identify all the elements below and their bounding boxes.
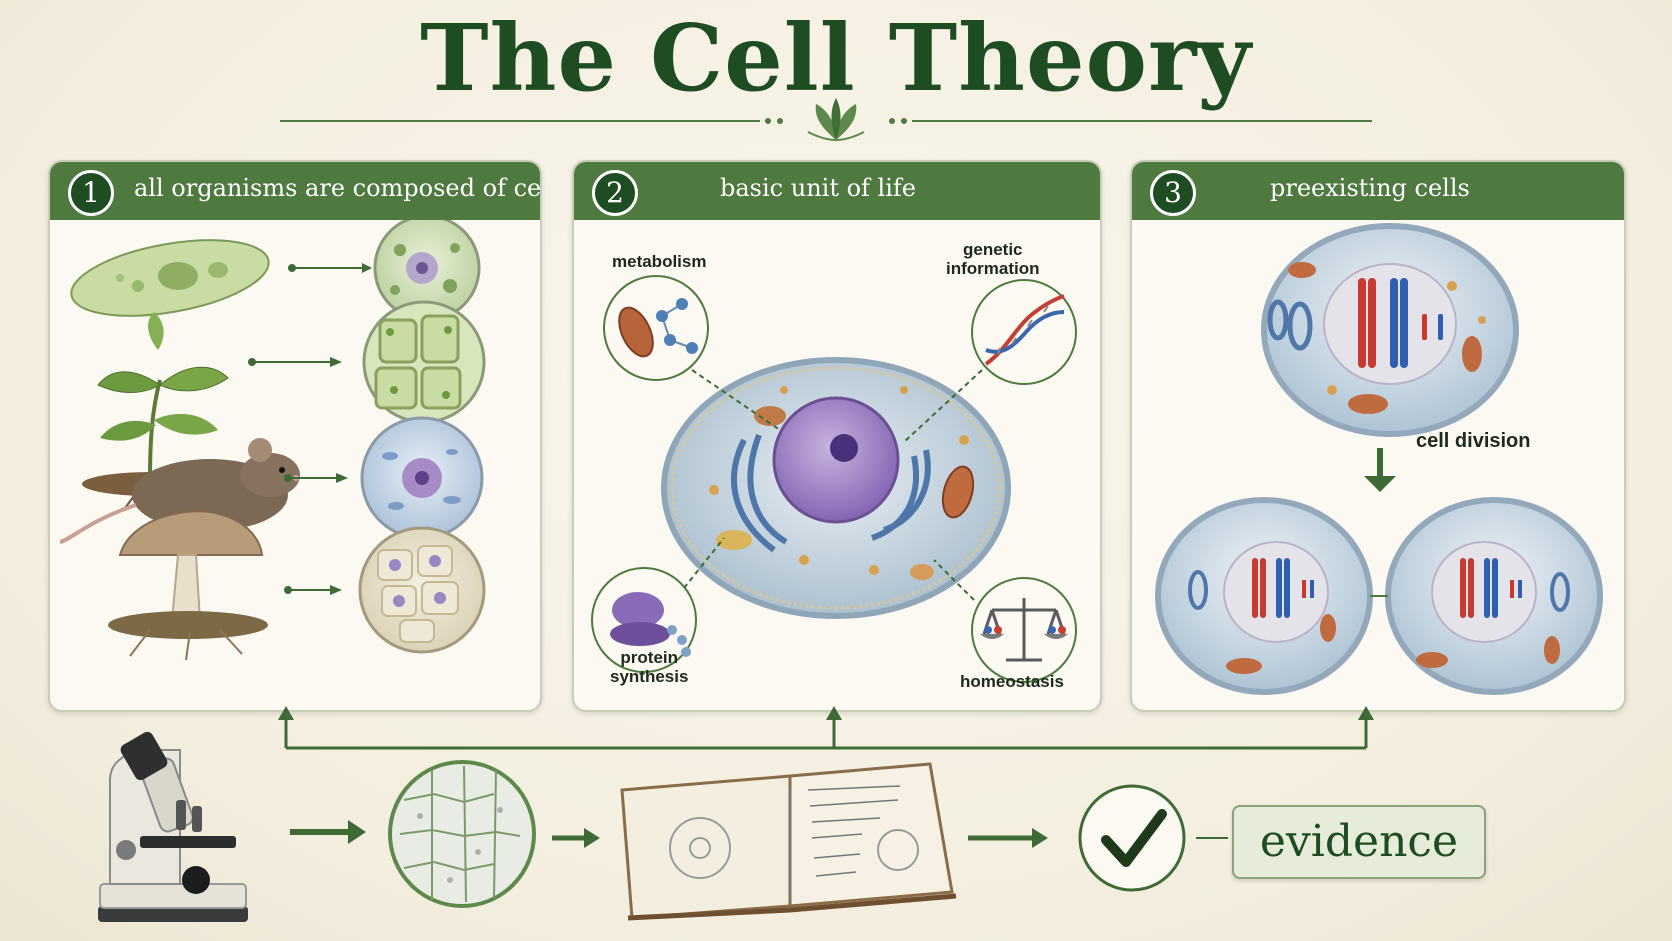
microscope-icon <box>98 731 248 922</box>
cork-cells-circle <box>388 760 536 908</box>
golgi-apparatus <box>731 433 931 553</box>
metabolism-label: metabolism <box>612 252 707 271</box>
panel-1-number: 1 <box>68 170 114 216</box>
panel-preexisting-cells: 3 preexisting cells <box>1130 160 1626 712</box>
nucleus <box>772 396 900 524</box>
organism-to-cell-illustration <box>59 220 486 661</box>
protein-synthesis-label: protein synthesis <box>610 648 689 686</box>
cell-division-illustration <box>1155 223 1603 695</box>
page-title: The Cell Theory <box>420 4 1252 112</box>
connector-bracket <box>284 716 1368 750</box>
evidence-label: evidence <box>1232 805 1486 879</box>
panel-2-header: 2 basic unit of life <box>574 162 1100 220</box>
homeostasis-label: homeostasis <box>960 672 1064 691</box>
title-rule-left <box>280 120 760 122</box>
panel-3-title: preexisting cells <box>1270 174 1470 202</box>
mitochondrion <box>941 465 975 519</box>
panel-3-header: 3 preexisting cells <box>1132 162 1624 220</box>
panel-1-header: 1 all organisms are composed of cells <box>50 162 540 220</box>
panel-2-title: basic unit of life <box>720 174 916 202</box>
mushroom-icon <box>108 510 268 661</box>
title-rule-right <box>912 120 1372 122</box>
panel-3-number: 3 <box>1150 170 1196 216</box>
mouse-icon <box>59 438 300 544</box>
checkmark-icon <box>1078 784 1186 892</box>
cell-division-label: cell division <box>1416 430 1531 452</box>
panel-1-title: all organisms are composed of cells <box>134 174 542 202</box>
panel-all-organisms: 1 all organisms are composed of cells <box>48 160 542 712</box>
panel-2-number: 2 <box>592 170 638 216</box>
animal-cell-illustration <box>591 275 1077 683</box>
leaf-ornament-icon <box>765 98 907 141</box>
genetic-information-label: genetic information <box>946 240 1040 278</box>
chromosomes <box>1358 278 1443 368</box>
panel-basic-unit: 2 basic unit of life <box>572 160 1102 712</box>
notebook-icon <box>620 762 957 921</box>
paramecium-icon <box>70 239 270 317</box>
